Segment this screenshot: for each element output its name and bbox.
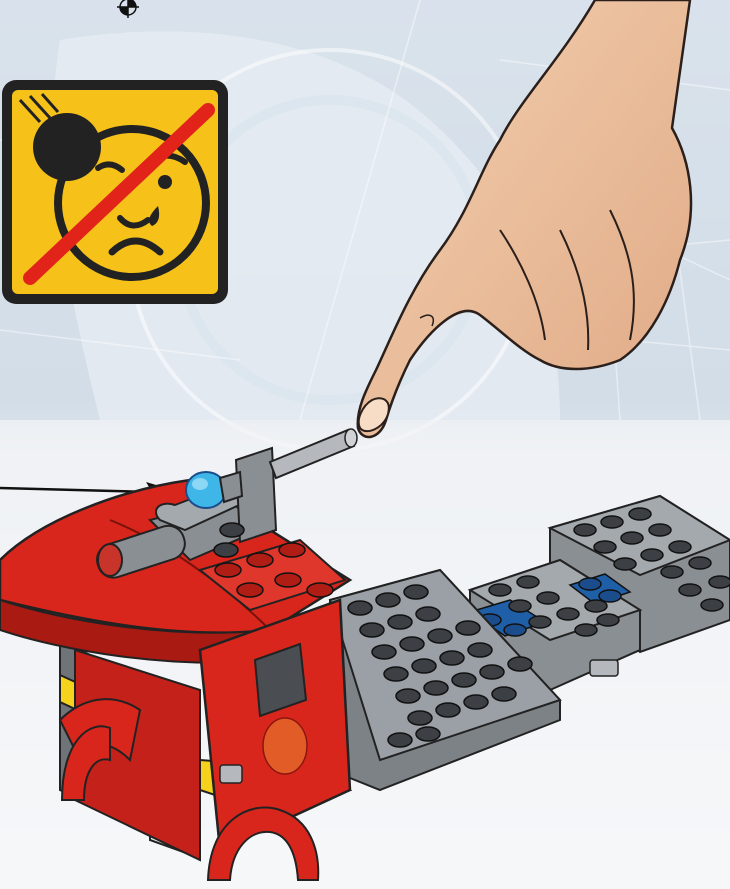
no-shooting-at-face-icon xyxy=(2,80,228,304)
